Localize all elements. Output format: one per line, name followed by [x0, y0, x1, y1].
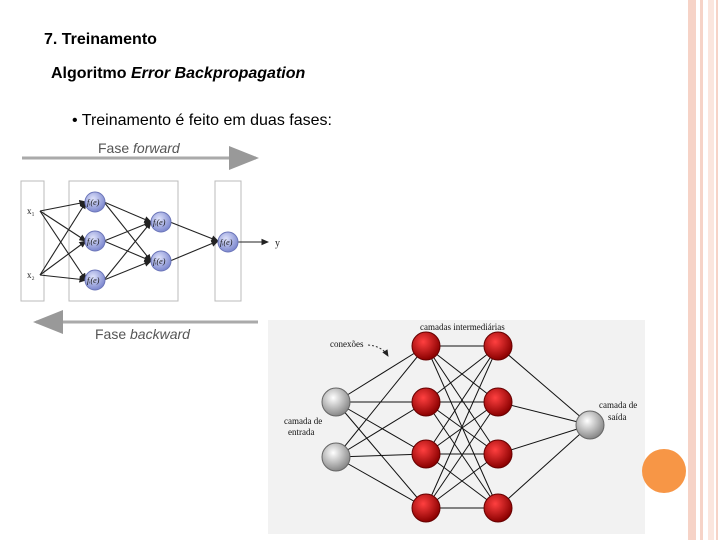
neuron-label: fᵢ(e) — [87, 276, 100, 285]
border-strip-wide — [688, 0, 696, 540]
backward-word: backward — [130, 326, 190, 342]
input-label-x2: x₂ — [27, 270, 35, 280]
hidden-neurons-2 — [483, 331, 513, 523]
neuron-label: fᵢ(e) — [153, 218, 166, 227]
slide-title: 7. Treinamento — [44, 31, 157, 48]
label-connections: conexões — [330, 339, 364, 349]
label-output-layer-1: camada de — [599, 400, 637, 410]
connections-pointer — [367, 344, 389, 357]
neuron-l2-2: fᵢ(e) — [150, 250, 172, 272]
fase-backward-word: Fase — [95, 326, 131, 342]
forward-word: forward — [133, 140, 180, 156]
accent-circle — [642, 449, 686, 493]
neuron-l1-3: fᵢ(e) — [84, 269, 106, 291]
slide-subtitle: Algoritmo Error Backpropagation — [51, 65, 305, 83]
input-neurons — [321, 387, 351, 472]
neuron-label: fᵢ(e) — [87, 198, 100, 207]
neuron-label: fᵢ(e) — [153, 257, 166, 266]
neuron-l1-2: fᵢ(e) — [84, 230, 106, 252]
neuron-label: fᵢ(e) — [87, 237, 100, 246]
border-strip-thin-2 — [708, 0, 714, 540]
neuron-out: fᵢ(e) — [217, 231, 239, 253]
border-strip-edge — [716, 0, 718, 540]
input-label-x1: x₁ — [27, 206, 35, 216]
hidden-layer-box — [68, 180, 179, 302]
fase-forward-label: Fase forward — [98, 140, 180, 156]
neuron-l1-1: fᵢ(e) — [84, 191, 106, 213]
label-hidden-layers: camadas intermediárias — [420, 322, 505, 332]
label-output-layer-2: saída — [608, 412, 627, 422]
neuron-label: fᵢ(e) — [220, 238, 233, 247]
fase-backward-label: Fase backward — [95, 326, 190, 342]
network-connections — [335, 345, 591, 509]
bullet-text: • Treinamento é feito em duas fases: — [72, 112, 332, 129]
output-label-y: y — [275, 238, 280, 249]
fase-forward-word: Fase — [98, 140, 134, 156]
border-strip-thin-1 — [700, 0, 703, 540]
hidden-neurons-1 — [411, 331, 441, 523]
subtitle-prefix: Algoritmo — [51, 65, 131, 82]
input-layer-box — [20, 180, 45, 302]
subtitle-italic: Error Backpropagation — [131, 65, 306, 82]
neuron-l2-1: fᵢ(e) — [150, 211, 172, 233]
label-input-layer-2: entrada — [288, 427, 314, 437]
output-neuron — [575, 410, 605, 440]
label-input-layer-1: camada de — [284, 416, 322, 426]
